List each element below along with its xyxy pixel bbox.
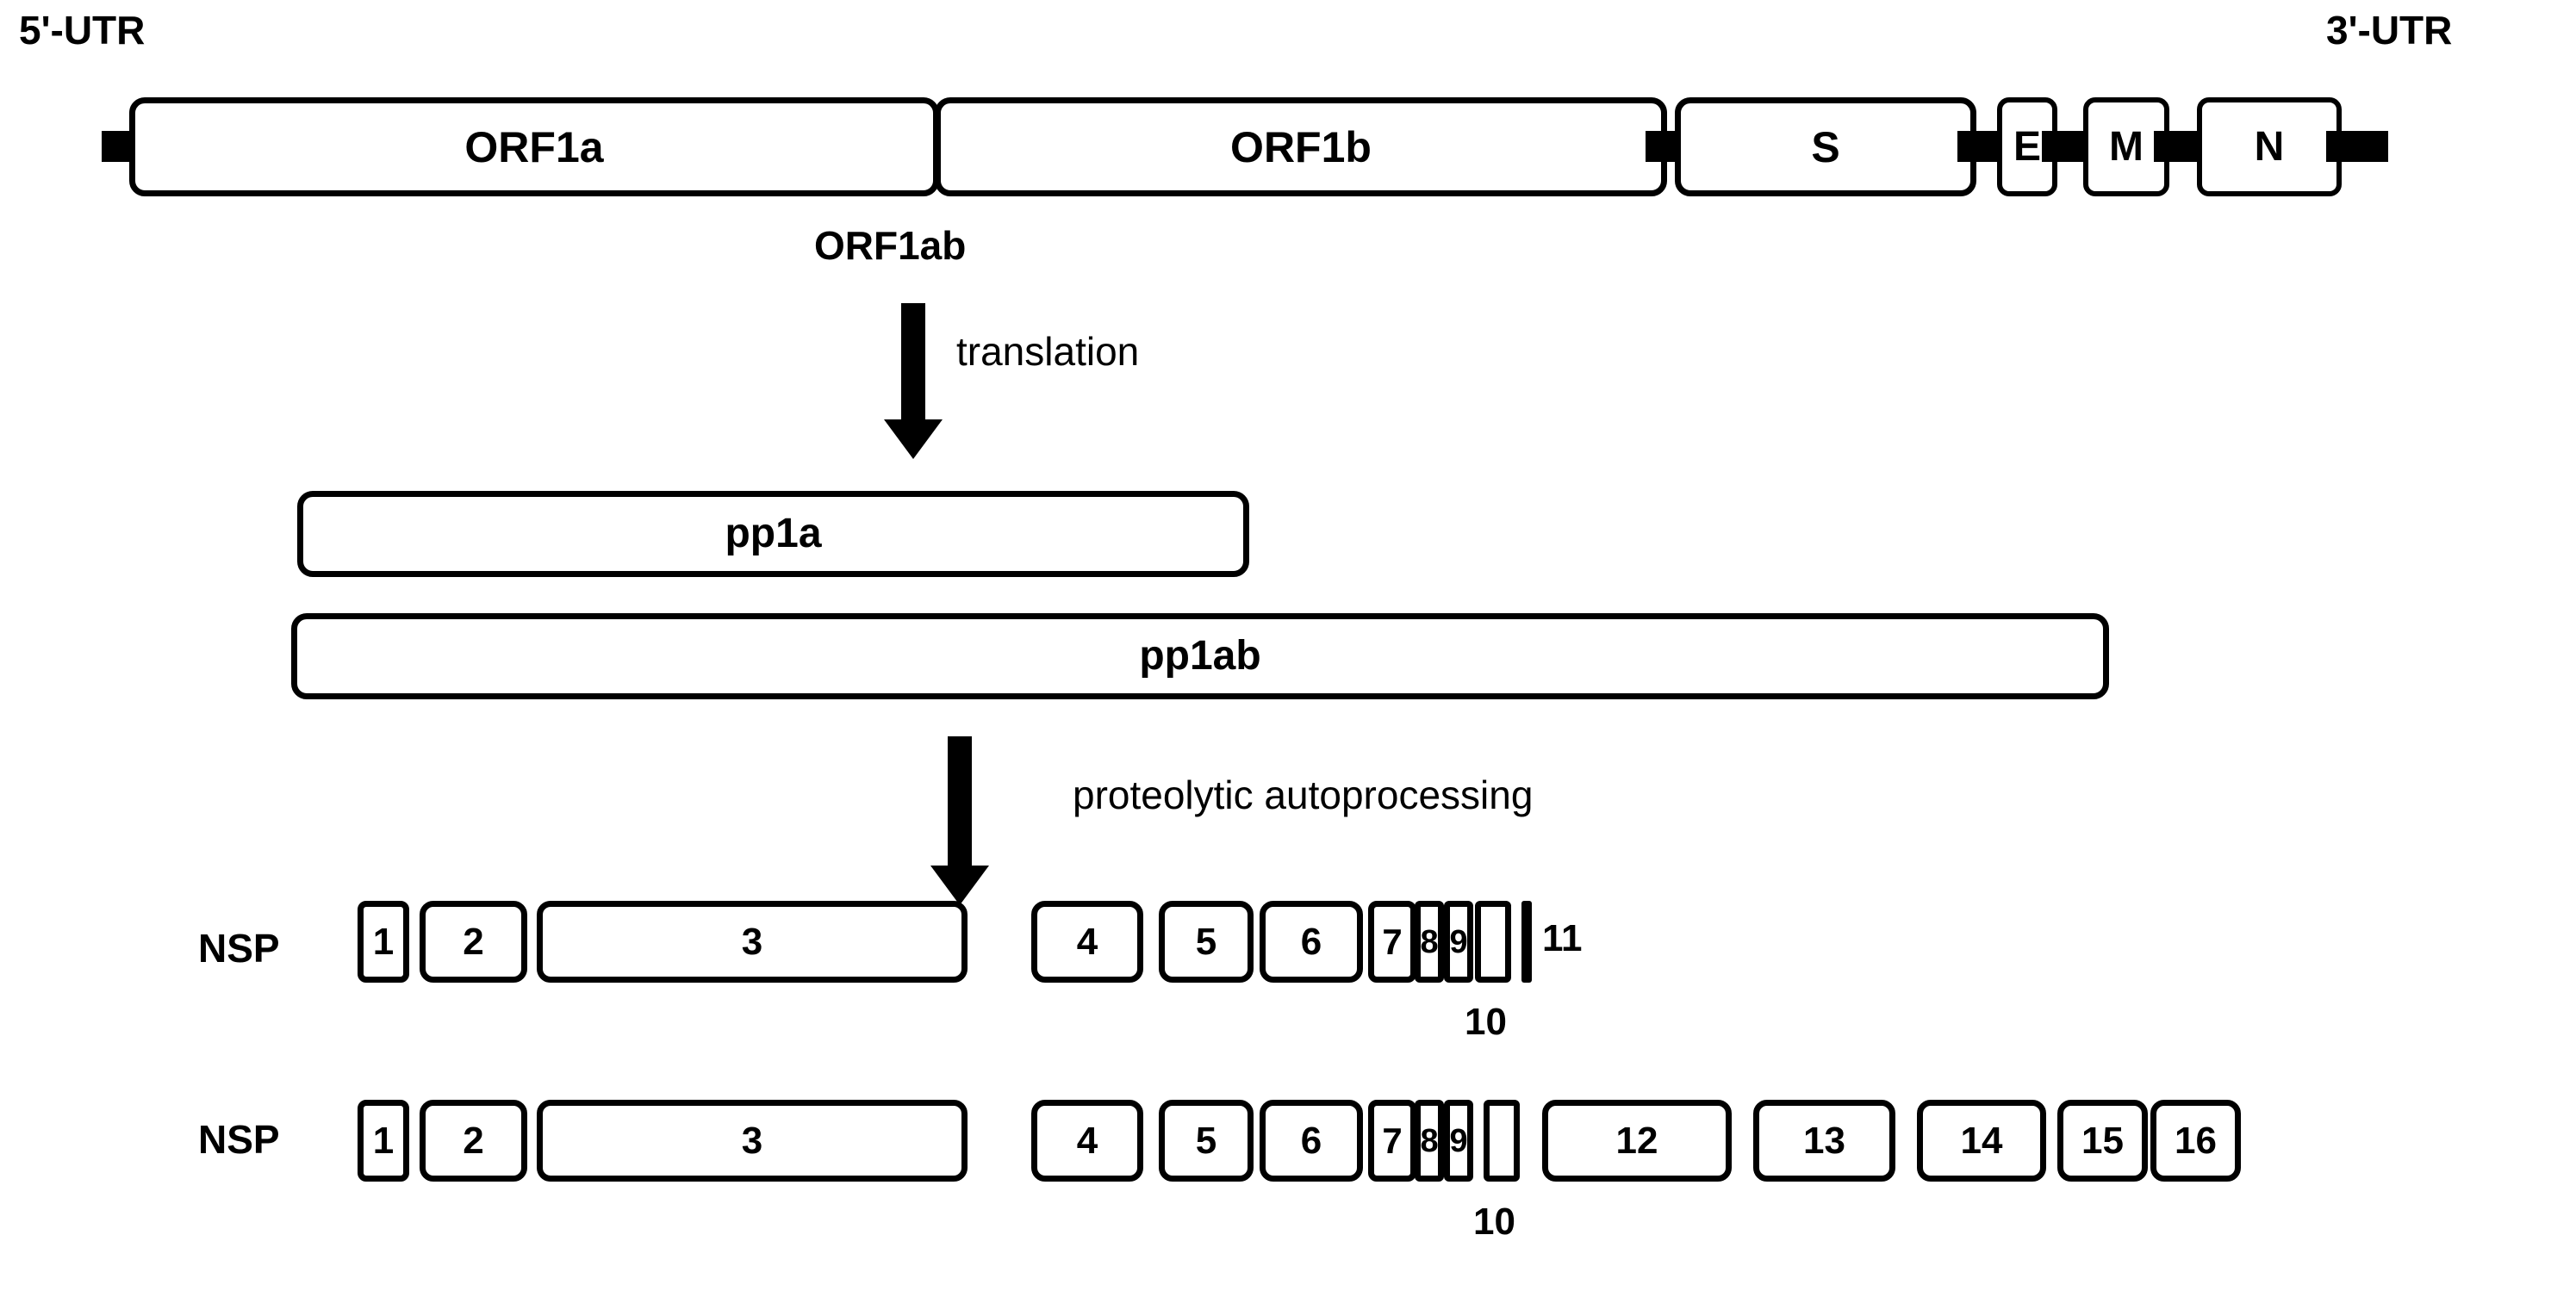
nsp-row-1-box-11 bbox=[1521, 901, 1532, 983]
nsp-row-2-box-7: 7 bbox=[1368, 1100, 1416, 1182]
nsp-row-1-box-10 bbox=[1475, 901, 1511, 983]
nsp-row-1-box-9: 9 bbox=[1444, 901, 1473, 983]
gene-box-orf1b: ORF1b bbox=[935, 97, 1667, 196]
gene-box-n: N bbox=[2197, 97, 2342, 196]
gene-box-s: S bbox=[1675, 97, 1976, 196]
nsp-row-2-box-4: 4 bbox=[1031, 1100, 1143, 1182]
gene-box-orf1a: ORF1a bbox=[129, 97, 939, 196]
genome-backbone-right bbox=[2326, 131, 2388, 162]
processing-arrow-shaft bbox=[948, 736, 972, 874]
nsp-row-2-box-6: 6 bbox=[1260, 1100, 1363, 1182]
nsp-row-1-box-2: 2 bbox=[420, 901, 527, 983]
nsp-row-2-box-15: 15 bbox=[2057, 1100, 2148, 1182]
nsp-row-1-external-label-11: 11 bbox=[1542, 917, 1583, 959]
nsp-row-2-box-10 bbox=[1484, 1100, 1520, 1182]
label-proteolytic-autoprocessing: proteolytic autoprocessing bbox=[1073, 773, 1534, 817]
nsp-row-2-box-16: 16 bbox=[2150, 1100, 2241, 1182]
nsp-row-1-box-1: 1 bbox=[358, 901, 409, 983]
nsp-row-1-box-3: 3 bbox=[537, 901, 968, 983]
nsp-row-1-box-7: 7 bbox=[1368, 901, 1416, 983]
polyprotein-box-pp1a: pp1a bbox=[297, 491, 1249, 577]
nsp-row-2-box-12: 12 bbox=[1542, 1100, 1732, 1182]
nsp-row-2-box-14: 14 bbox=[1917, 1100, 2046, 1182]
nsp-row-1-external-label-10: 10 bbox=[1465, 1001, 1507, 1043]
label-orf1ab: ORF1ab bbox=[814, 223, 967, 268]
processing-arrow-head bbox=[930, 866, 989, 905]
nsp-row-2-external-label-10: 10 bbox=[1473, 1201, 1515, 1243]
nsp-row-2-box-1: 1 bbox=[358, 1100, 409, 1182]
nsp-row-2-box-13: 13 bbox=[1753, 1100, 1895, 1182]
nsp-row-2-box-9: 9 bbox=[1444, 1100, 1473, 1182]
nsp-row-2-box-2: 2 bbox=[420, 1100, 527, 1182]
translation-arrow-shaft bbox=[901, 303, 925, 428]
nsp-row-1-box-6: 6 bbox=[1260, 901, 1363, 983]
nsp-row-2-box-5: 5 bbox=[1159, 1100, 1254, 1182]
label-3utr: 3'-UTR bbox=[2326, 8, 2453, 53]
label-translation: translation bbox=[956, 329, 1140, 374]
polyprotein-box-pp1ab: pp1ab bbox=[291, 613, 2109, 699]
nsp-row-2-label: NSP bbox=[198, 1117, 280, 1162]
nsp-row-1-box-4: 4 bbox=[1031, 901, 1143, 983]
nsp-row-1-label: NSP bbox=[198, 926, 280, 971]
nsp-row-2-box-3: 3 bbox=[537, 1100, 968, 1182]
label-5utr: 5'-UTR bbox=[19, 8, 146, 53]
nsp-row-1-box-5: 5 bbox=[1159, 901, 1254, 983]
translation-arrow-head bbox=[884, 419, 943, 459]
nsp-row-2-box-8: 8 bbox=[1415, 1100, 1444, 1182]
nsp-row-1-box-8: 8 bbox=[1415, 901, 1444, 983]
